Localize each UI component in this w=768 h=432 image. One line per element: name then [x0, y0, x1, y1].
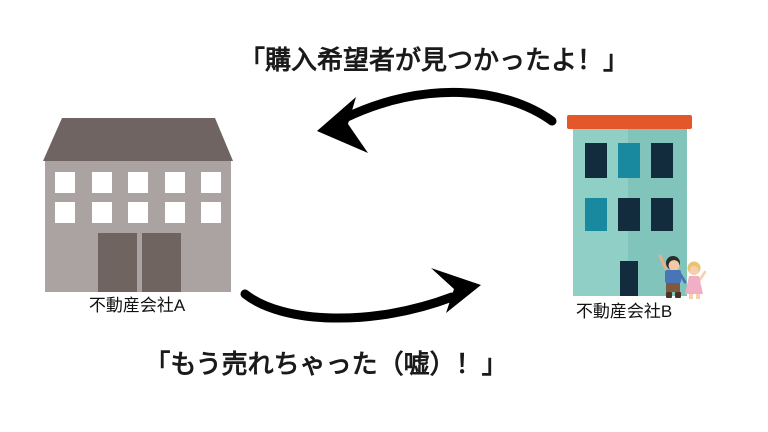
building-b-roof: [567, 115, 692, 129]
message-top: 「購入希望者が見つかったよ！」: [238, 45, 630, 75]
building-b-door: [620, 261, 638, 296]
building-a-windows: [55, 172, 221, 223]
company-a-label: 不動産会社A: [88, 296, 186, 315]
arrow-b-to-a-icon: [317, 87, 557, 153]
building-b-icon: [567, 115, 692, 296]
company-b-label: 不動産会社B: [575, 302, 673, 321]
message-bottom: 「もう売れちゃった（嘘）！」: [144, 349, 508, 379]
building-b-windows: [585, 143, 673, 231]
arrow-a-to-b-icon: [240, 268, 481, 323]
building-a-doors: [98, 233, 181, 292]
building-a-icon: [43, 118, 233, 292]
children-icon: [658, 254, 707, 299]
building-a-roof: [43, 118, 233, 161]
